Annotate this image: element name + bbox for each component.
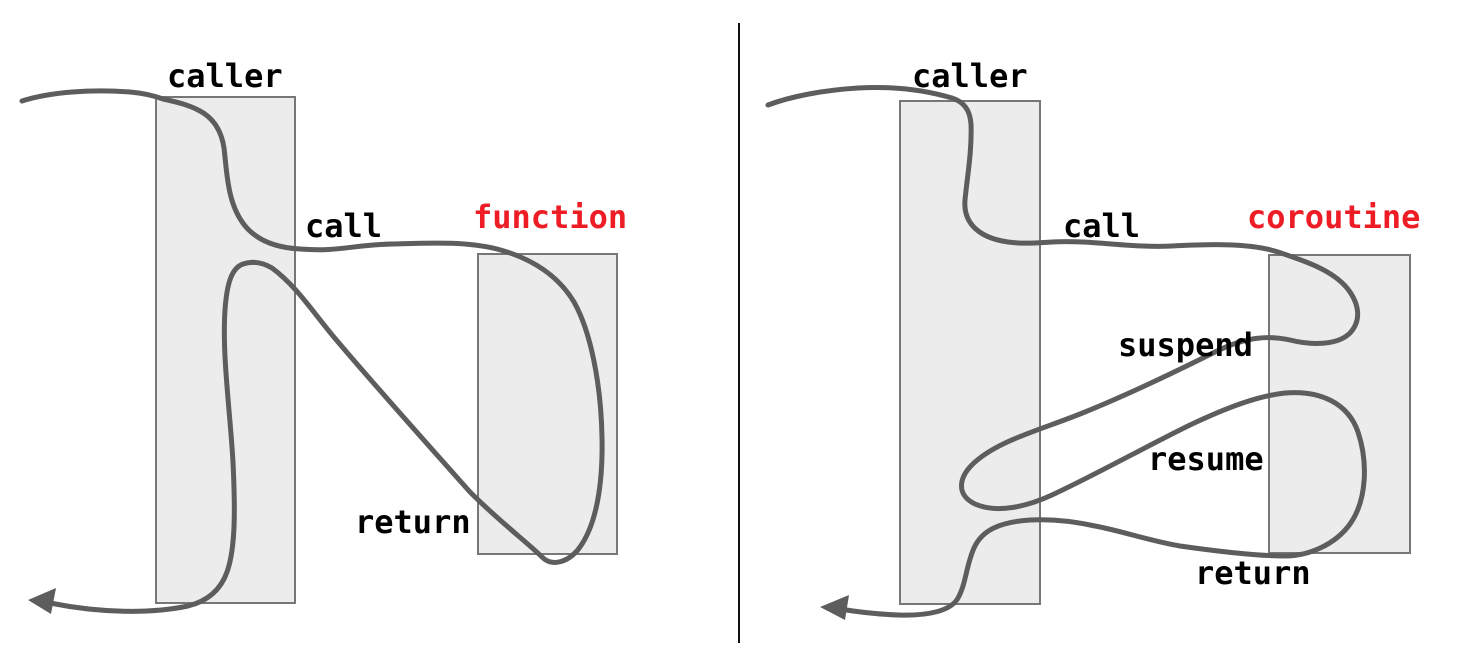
call-label-right: call <box>1063 207 1140 245</box>
function-label: function <box>473 198 627 236</box>
caller-label-left: caller <box>167 57 283 95</box>
coroutine-label: coroutine <box>1247 198 1420 236</box>
return-label-right: return <box>1195 554 1311 592</box>
control-flow-line-right <box>765 85 1367 618</box>
right-panel-coroutine: caller call coroutine suspend resume ret… <box>765 57 1420 620</box>
return-arrowhead-left-icon <box>28 588 56 614</box>
call-label-left: call <box>305 207 382 245</box>
suspend-label: suspend <box>1118 326 1253 364</box>
resume-label: resume <box>1148 440 1264 478</box>
return-label-left: return <box>355 503 471 541</box>
left-panel-function-call: caller call function return <box>19 57 627 614</box>
caller-label-right: caller <box>912 57 1028 95</box>
return-arrowhead-right-icon <box>820 595 849 620</box>
control-flow-line-left <box>19 88 605 614</box>
function-stack-box <box>477 253 618 555</box>
